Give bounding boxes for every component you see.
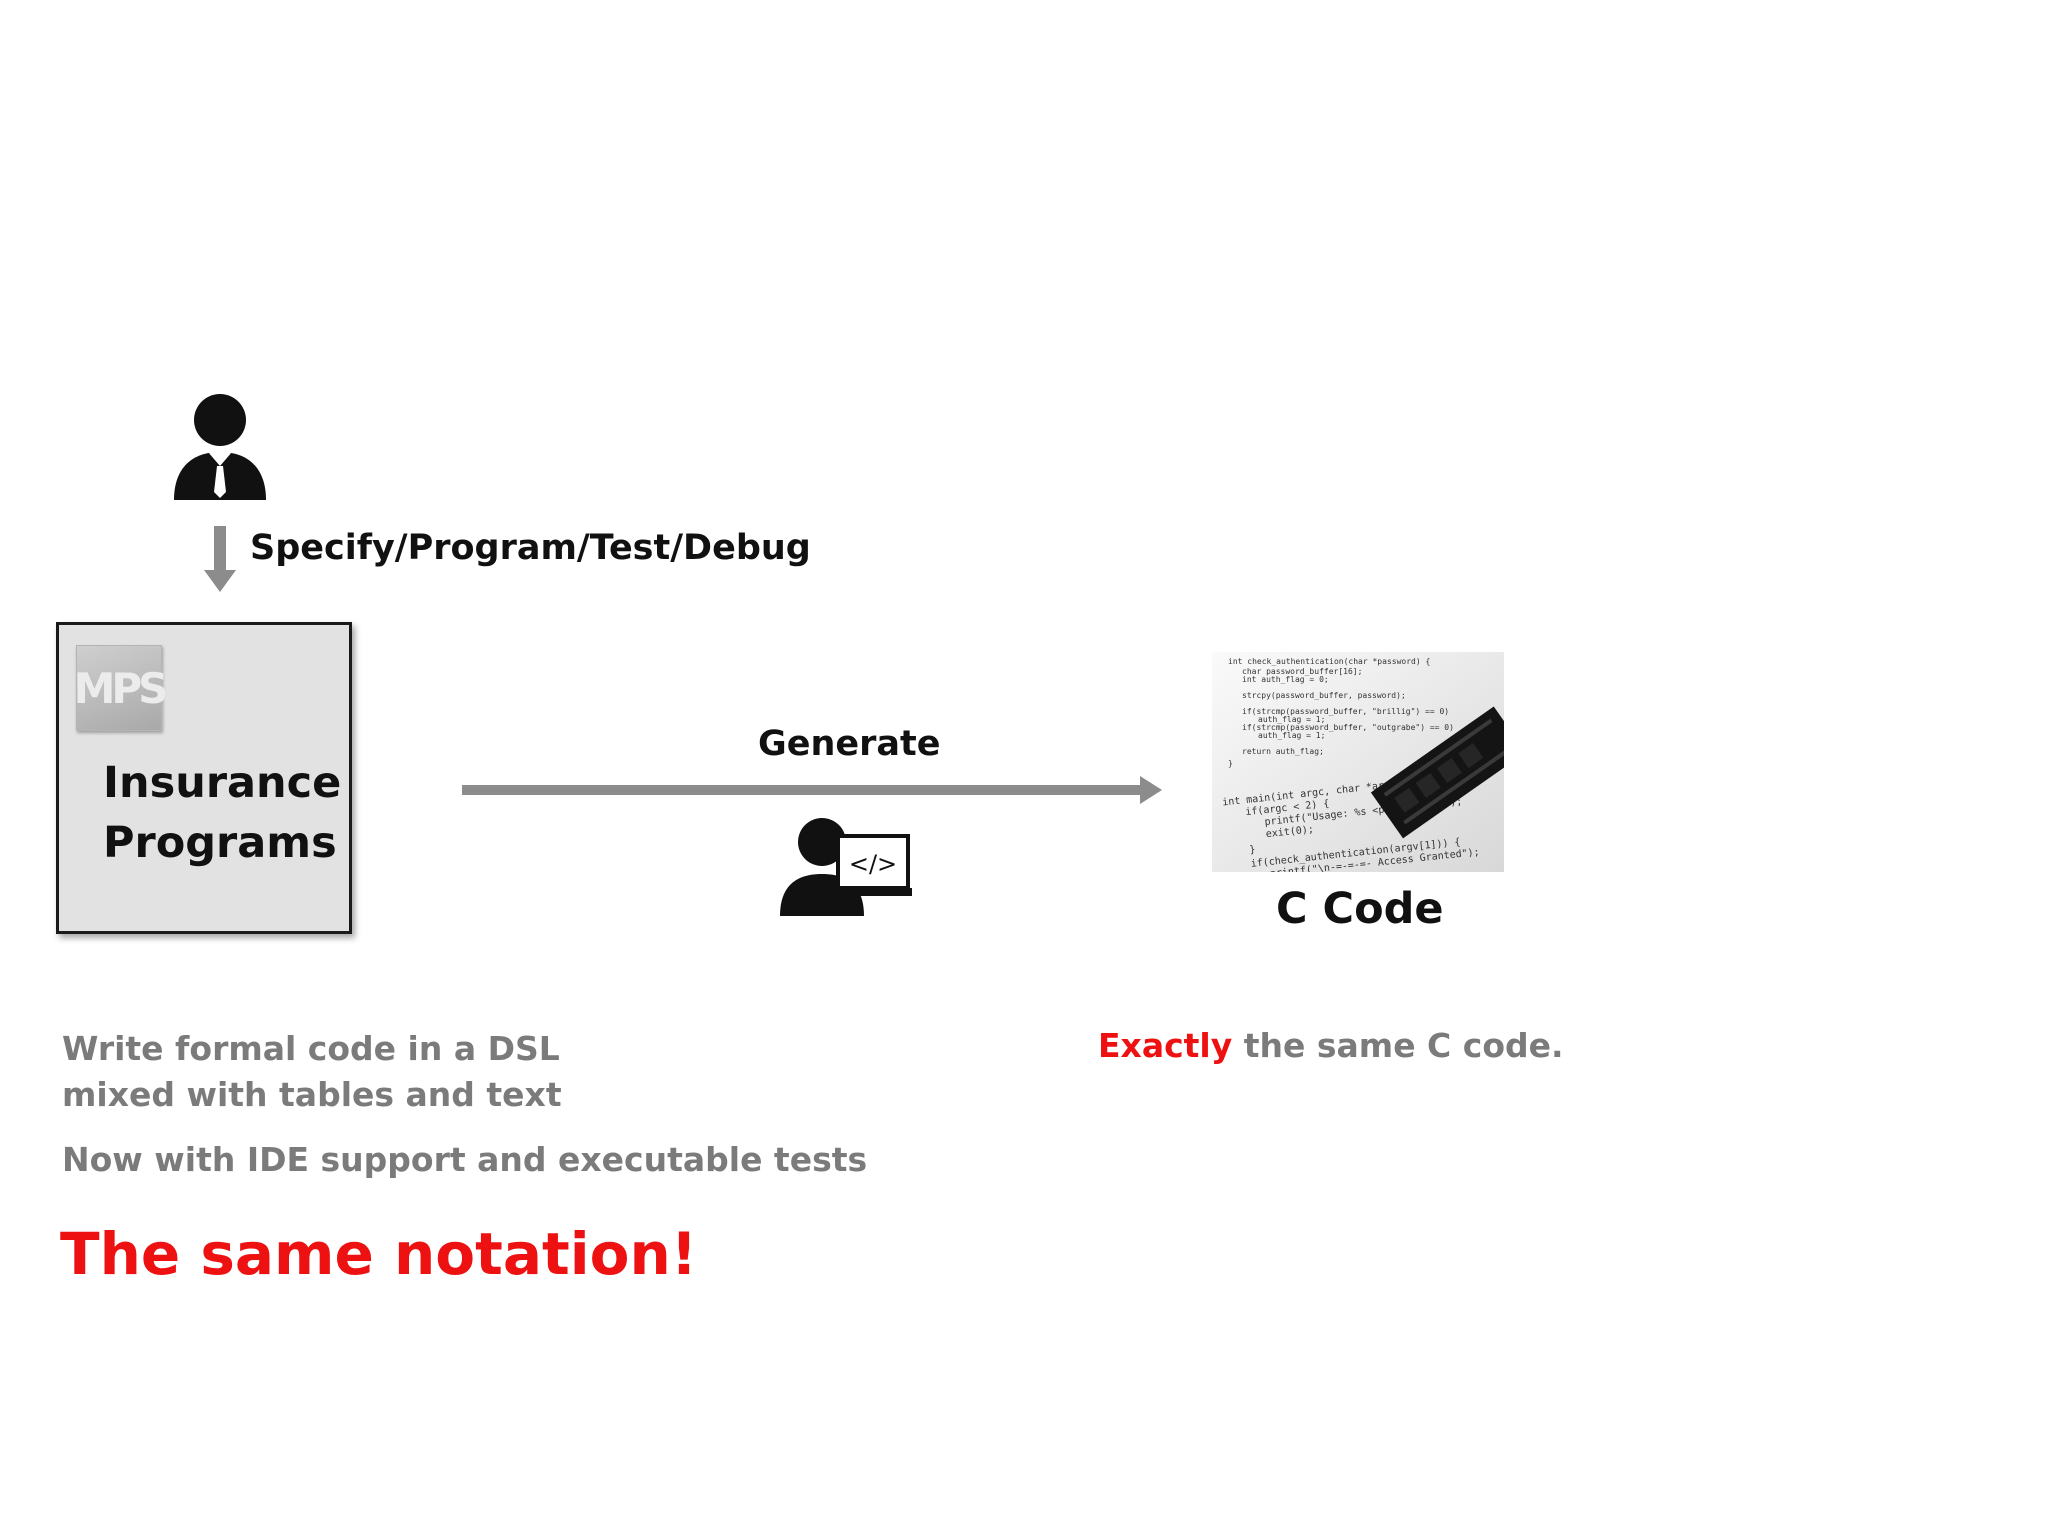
svg-text:char password_buffer[16];: char password_buffer[16]; <box>1242 667 1362 676</box>
svg-text:}: } <box>1228 759 1233 768</box>
dsl-description-line1: Write formal code in a DSL <box>62 1029 560 1068</box>
svg-text:int check_authentication(char: int check_authentication(char *password)… <box>1228 657 1430 666</box>
program-box: MPS Insurance Programs <box>56 622 352 934</box>
svg-text:auth_flag = 1;: auth_flag = 1; <box>1258 731 1325 740</box>
same-c-code-rest: the same C code. <box>1232 1026 1564 1065</box>
generate-label: Generate <box>758 724 941 764</box>
svg-text:int auth_flag = 0;: int auth_flag = 0; <box>1242 675 1329 684</box>
svg-text:strcpy(password_buffer, passwo: strcpy(password_buffer, password); <box>1242 691 1406 700</box>
code-glyph: </> <box>849 850 897 878</box>
same-c-code-note: Exactly the same C code. <box>1098 1026 1564 1065</box>
businessman-icon <box>174 394 266 500</box>
c-code-photo: int check_authentication(char *password)… <box>1212 652 1504 872</box>
box-title-line1: Insurance <box>103 758 342 808</box>
specify-label: Specify/Program/Test/Debug <box>250 528 811 568</box>
dsl-description: Write formal code in a DSL mixed with ta… <box>62 1026 562 1118</box>
same-notation-headline: The same notation! <box>60 1220 698 1288</box>
right-arrow-icon <box>462 776 1162 804</box>
svg-text:if(strcmp(password_buffer, "ou: if(strcmp(password_buffer, "outgrabe") =… <box>1242 723 1454 732</box>
dsl-description-line2: mixed with tables and text <box>62 1075 562 1114</box>
c-code-label: C Code <box>1276 884 1444 934</box>
box-title-line2: Programs <box>103 818 337 868</box>
down-arrow-icon <box>204 526 236 592</box>
developer-computer-icon: </> <box>780 818 912 916</box>
svg-text:auth_flag = 1;: auth_flag = 1; <box>1258 715 1325 724</box>
mps-logo: MPS <box>74 645 168 731</box>
box-title: Insurance Programs <box>103 753 341 873</box>
svg-text:exit(0);: exit(0); <box>1265 824 1314 840</box>
svg-text:}: } <box>1249 844 1256 856</box>
svg-text:if(strcmp(password_buffer, "br: if(strcmp(password_buffer, "brillig") ==… <box>1242 707 1449 716</box>
svg-text:return auth_flag;: return auth_flag; <box>1242 747 1324 756</box>
exactly-emphasis: Exactly <box>1098 1026 1233 1065</box>
ide-support-text: Now with IDE support and executable test… <box>62 1140 868 1179</box>
